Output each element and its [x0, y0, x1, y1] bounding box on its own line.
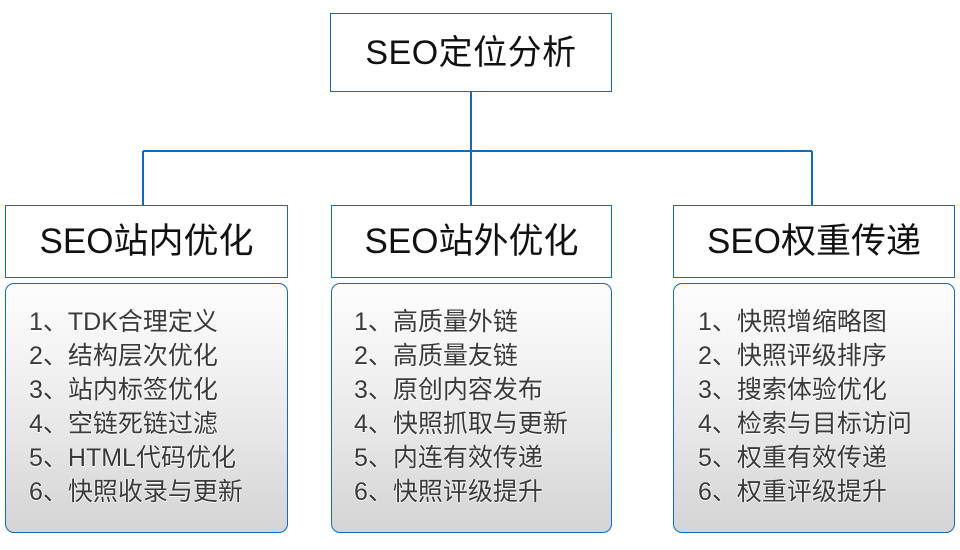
list-item: 3、搜索体验优化: [698, 376, 887, 404]
branch-item-list: 1、快照增缩略图 2、快照评级排序 3、搜索体验优化 4、检索与目标访问 5、权…: [674, 305, 954, 509]
list-item: 5、内连有效传递: [354, 444, 543, 472]
list-item: 1、TDK合理定义: [29, 308, 218, 336]
list-item: 2、结构层次优化: [29, 342, 218, 370]
list-item: 5、HTML代码优化: [29, 444, 236, 472]
branch-seo-weight: SEO权重传递 1、快照增缩略图 2、快照评级排序 3、搜索体验优化 4、检索与…: [673, 205, 955, 533]
list-item: 4、空链死链过滤: [29, 410, 218, 438]
list-item: 5、权重有效传递: [698, 444, 887, 472]
branch-body-seo-weight: 1、快照增缩略图 2、快照评级排序 3、搜索体验优化 4、检索与目标访问 5、权…: [673, 283, 955, 533]
list-item: 3、原创内容发布: [354, 376, 543, 404]
list-item: 4、快照抓取与更新: [354, 410, 568, 438]
branch-seo-onsite: SEO站内优化 1、TDK合理定义 2、结构层次优化 3、站内标签优化 4、空链…: [5, 205, 288, 533]
list-item: 6、权重评级提升: [698, 478, 887, 506]
list-item: 1、快照增缩略图: [698, 308, 887, 336]
list-item: 6、快照评级提升: [354, 478, 543, 506]
branch-item-list: 1、高质量外链 2、高质量友链 3、原创内容发布 4、快照抓取与更新 5、内连有…: [332, 305, 611, 509]
branch-header-label: SEO站外优化: [364, 222, 579, 261]
list-item: 2、高质量友链: [354, 342, 518, 370]
list-item: 6、快照收录与更新: [29, 478, 243, 506]
branch-header-seo-onsite[interactable]: SEO站内优化: [5, 205, 288, 278]
branch-header-seo-offsite[interactable]: SEO站外优化: [331, 205, 612, 278]
list-item: 4、检索与目标访问: [698, 410, 912, 438]
branch-body-seo-onsite: 1、TDK合理定义 2、结构层次优化 3、站内标签优化 4、空链死链过滤 5、H…: [5, 283, 288, 533]
list-item: 1、高质量外链: [354, 308, 518, 336]
branch-seo-offsite: SEO站外优化 1、高质量外链 2、高质量友链 3、原创内容发布 4、快照抓取与…: [331, 205, 612, 533]
root-node[interactable]: SEO定位分析: [330, 13, 612, 92]
root-node-label: SEO定位分析: [365, 33, 577, 72]
list-item: 2、快照评级排序: [698, 342, 887, 370]
branch-header-seo-weight[interactable]: SEO权重传递: [673, 205, 955, 278]
branch-header-label: SEO站内优化: [39, 222, 254, 261]
branch-header-label: SEO权重传递: [707, 222, 921, 261]
list-item: 3、站内标签优化: [29, 376, 218, 404]
branch-body-seo-offsite: 1、高质量外链 2、高质量友链 3、原创内容发布 4、快照抓取与更新 5、内连有…: [331, 283, 612, 533]
branch-item-list: 1、TDK合理定义 2、结构层次优化 3、站内标签优化 4、空链死链过滤 5、H…: [6, 305, 287, 509]
